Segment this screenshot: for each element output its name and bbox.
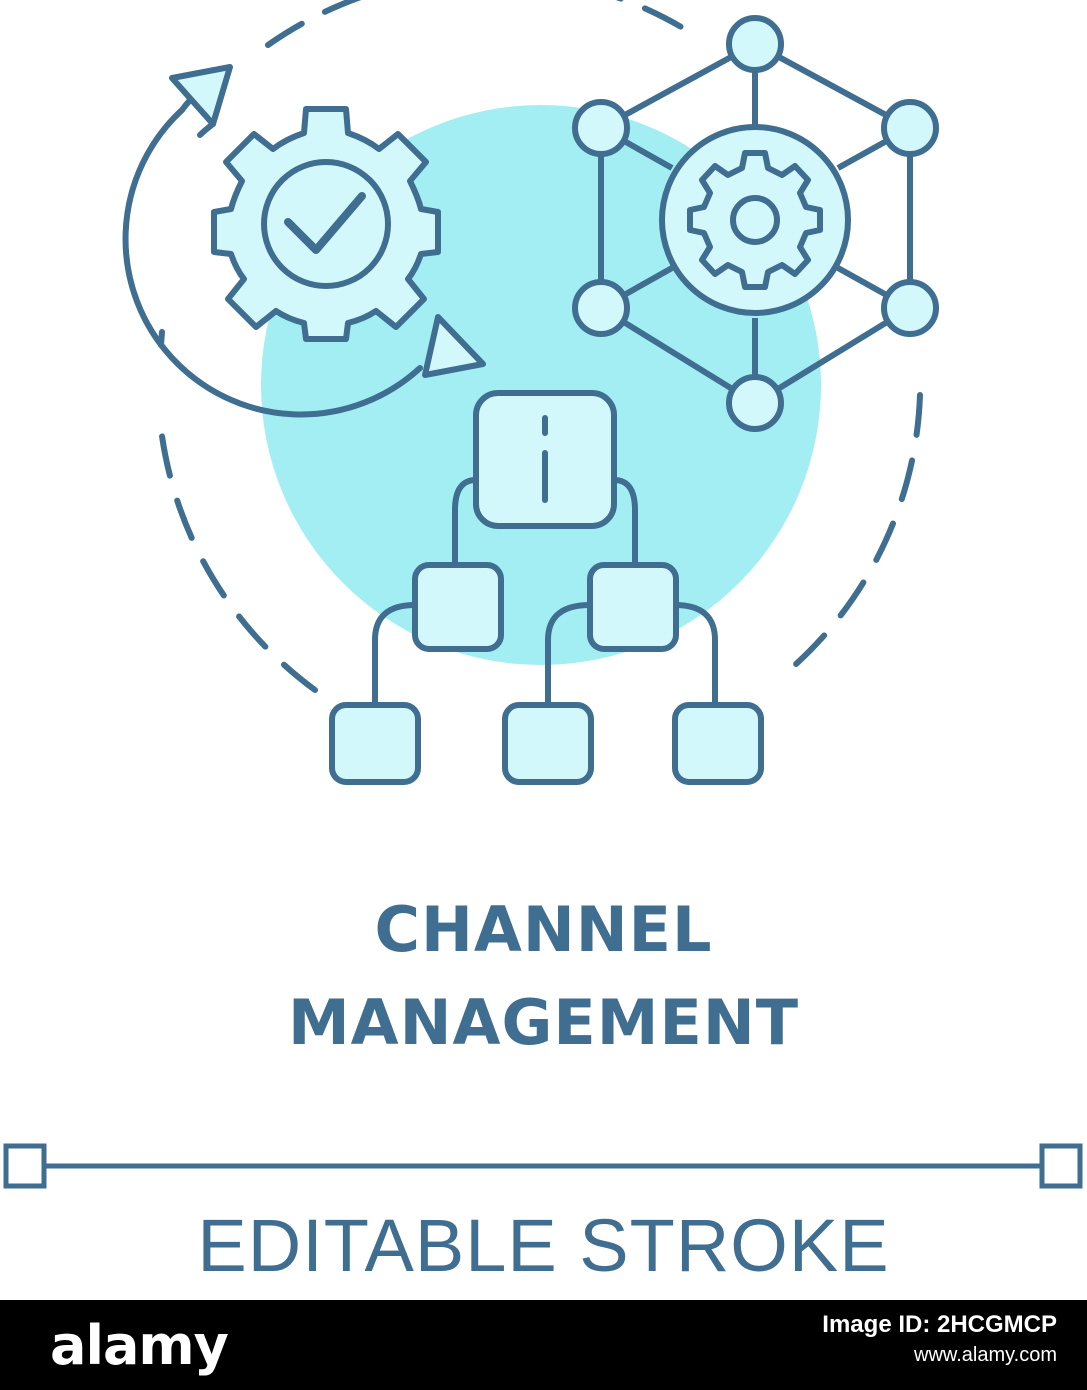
editable-stroke-line-icon bbox=[3, 1143, 1083, 1189]
footer-logo: alamy bbox=[50, 1314, 229, 1377]
tree-node bbox=[329, 702, 421, 785]
network-gear-icon bbox=[572, 15, 939, 432]
tree-node bbox=[502, 702, 594, 785]
tree-node bbox=[587, 562, 679, 652]
tree-node bbox=[412, 562, 504, 652]
footer-info: Image ID: 2HCGMCP www.alamy.com bbox=[822, 1310, 1057, 1370]
footer-site: www.alamy.com bbox=[914, 1344, 1057, 1366]
dashed-outer-circle-top bbox=[265, 0, 705, 48]
circular-arrow-icon bbox=[122, 64, 486, 418]
editable-stroke-label: EDITABLE STROKE bbox=[197, 1204, 890, 1287]
title-line-1: CHANNEL bbox=[374, 893, 713, 966]
gear-check-icon bbox=[211, 106, 441, 342]
title-line-2: MANAGEMENT bbox=[287, 986, 800, 1059]
dashed-outer-circle bbox=[157, 417, 318, 693]
footer-image-id: Image ID: 2HCGMCP bbox=[822, 1311, 1057, 1338]
channel-management-illustration bbox=[3, 0, 1083, 1189]
footer-bar bbox=[0, 1300, 1087, 1390]
dashed-outer-circle-right bbox=[792, 392, 923, 668]
tree-node bbox=[672, 702, 764, 785]
hierarchy-info-icon bbox=[329, 390, 764, 785]
